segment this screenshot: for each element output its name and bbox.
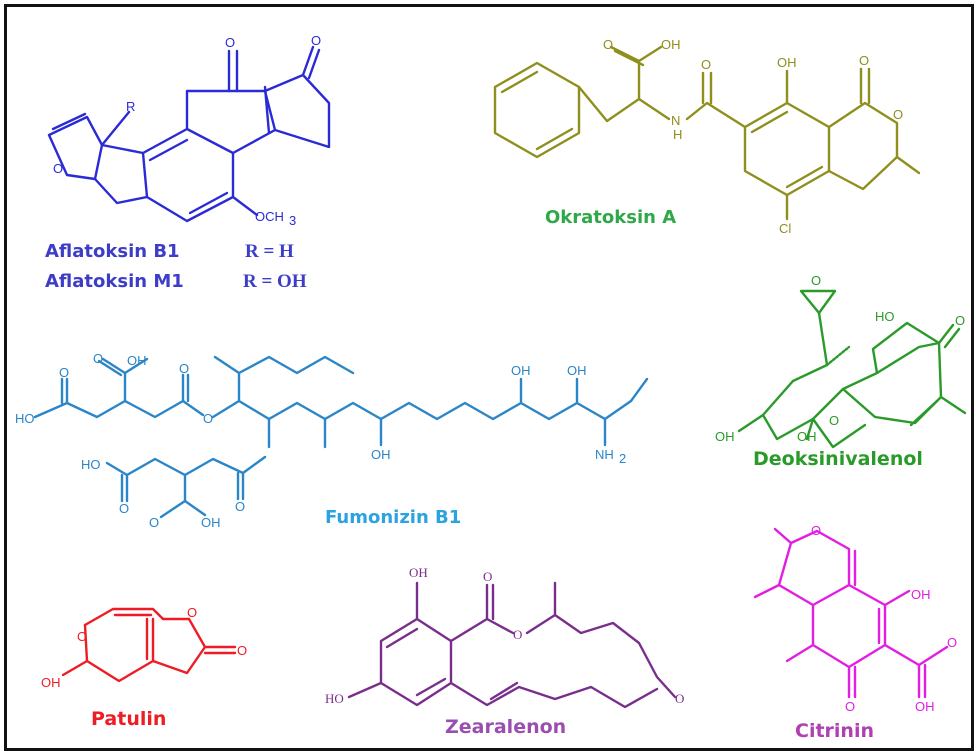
patulin-label: Patulin [91,708,166,730]
aflatoxin-b1-label: Aflatoksin B1 [45,241,180,262]
zearalenone-atom-o-keto: O [675,691,684,706]
zearalenone-atom-o-ester: O [513,627,522,642]
zearalenone-atom-o-carbonyl: O [483,569,492,584]
aflatoxin-atom-o-top1: O [225,35,235,50]
patulin-atom-o-keto: O [237,643,247,658]
fumonisin-atom-o6: O [149,515,159,530]
fumonisin-atom-o5: O [119,501,129,516]
ochratoxin-atom-o-acid: O [603,37,613,52]
aflatoxin-atom-o-top2: O [311,33,321,48]
fumonisin-structure: OH O HO O O O HO O O OH O OH OH OH NH 2 … [15,351,649,530]
don-structure: O HO O O OH OH Deoksinivalenol [715,273,967,470]
citrinin-atom-oh2: OH [915,699,935,714]
ochratoxin-atom-o-lactone-c: O [859,53,869,68]
ochratoxin-atom-oh-acid: OH [661,37,681,52]
fumonisin-atom-oh4: OH [511,363,531,378]
zearalenone-atom-oh: OH [409,565,428,580]
patulin-atom-oh: OH [41,675,61,690]
citrinin-atom-o-acid: O [947,635,957,650]
aflatoxin-atom-och: OCH [255,209,284,224]
fumonisin-atom-nh: NH [595,447,614,462]
don-label: Deoksinivalenol [753,448,923,470]
ochratoxin-atom-h: H [673,127,682,142]
don-atom-oh2: OH [797,429,817,444]
zearalenone-atom-ho: HO [325,691,344,706]
aflatoxin-atom-o-ring: O [53,161,63,176]
fumonisin-atom-o4: O [203,411,213,426]
ochratoxin-label: Okratoksin A [545,207,676,228]
fumonisin-atom-o3: O [179,361,189,376]
fumonisin-atom-oh2: OH [201,515,221,530]
fumonisin-atom-ho2: HO [81,457,101,472]
ochratoxin-atom-n: N [671,113,680,128]
aflatoxin-b1-r-group: R = H [245,241,294,262]
zearalenone-structure: OH O O HO O Zearalenon [325,565,684,738]
fumonisin-atom-o1: O [93,351,103,366]
citrinin-label: Citrinin [795,720,874,742]
patulin-atom-o-ring1: O [77,629,87,644]
ochratoxin-atom-cl: Cl [779,221,791,236]
zearalenone-label: Zearalenon [445,716,566,738]
don-atom-o-bridge: O [829,413,839,428]
patulin-structure: O O O OH Patulin [41,605,247,730]
aflatoxin-m1-label: Aflatoksin M1 [45,271,184,292]
ochratoxin-atom-o-amide: O [701,57,711,72]
aflatoxin-atom-r: R [126,99,135,114]
don-atom-ho: HO [875,309,895,324]
fumonisin-atom-o7: O [235,499,245,514]
fumonisin-atom-oh3: OH [371,447,391,462]
citrinin-atom-o-ring: O [811,523,821,538]
citrinin-atom-o-keto: O [845,699,855,714]
aflatoxin-structure: O O R O OCH 3 Aflatoksin B1 Aflatoksin M… [45,33,331,292]
citrinin-structure: O OH O O OH Citrinin [753,523,957,742]
fumonisin-atom-oh5: OH [567,363,587,378]
patulin-atom-o-ring2: O [187,605,197,620]
fumonisin-atom-ho1: HO [15,411,35,426]
ochratoxin-atom-o-lactone: O [893,107,903,122]
fumonisin-atom-oh1: OH [127,353,147,368]
don-atom-oh1: OH [715,429,735,444]
ochratoxin-atom-oh-phenol: OH [777,55,797,70]
aflatoxin-m1-r-group: R = OH [243,271,307,292]
aflatoxin-atom-sub3: 3 [289,213,296,228]
don-atom-o-epoxide: O [811,273,821,288]
fumonisin-label: Fumonizin B1 [325,507,461,528]
ochratoxin-structure: O OH N H O OH O O Cl Okratoksin A [493,37,921,236]
mycotoxin-structures: O O R O OCH 3 Aflatoksin B1 Aflatoksin M… [15,33,967,742]
fumonisin-atom-o2: O [59,365,69,380]
diagram-frame: O O R O OCH 3 Aflatoksin B1 Aflatoksin M… [4,4,974,751]
fumonisin-atom-nh-sub: 2 [619,451,626,466]
citrinin-atom-oh1: OH [911,587,931,602]
don-atom-o-keto: O [955,313,965,328]
